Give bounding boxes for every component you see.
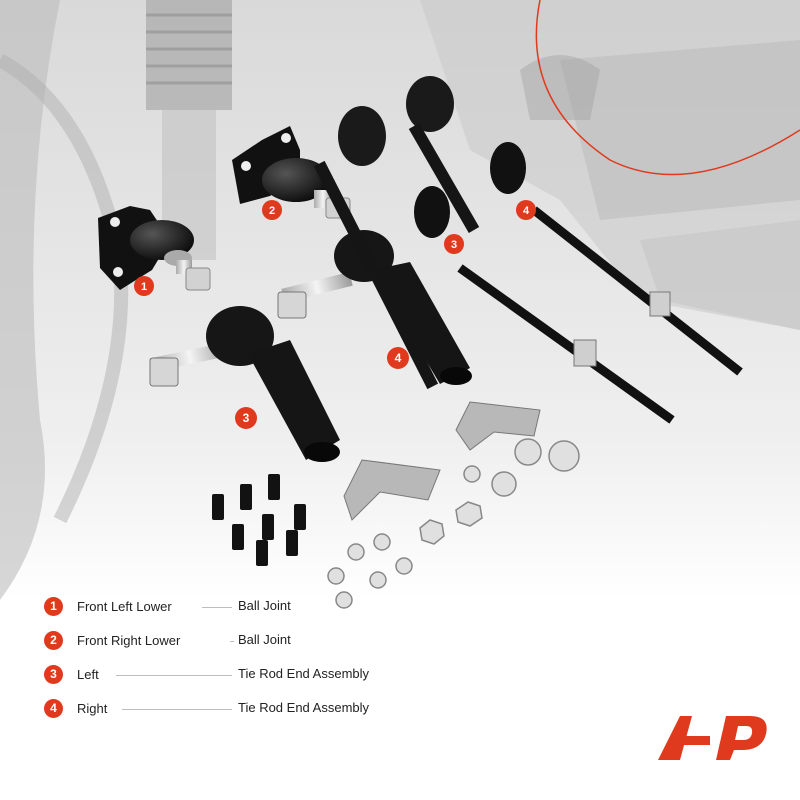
legend-leader-line xyxy=(116,675,232,676)
legend-leader-line xyxy=(122,709,232,710)
legend-position: Left xyxy=(77,666,99,682)
part-badge-3-inner-tie-rod: 3 xyxy=(444,234,464,254)
hardware-bolts xyxy=(212,474,306,566)
legend-badge: 2 xyxy=(44,630,63,650)
hardware-nuts-washers xyxy=(327,438,580,609)
part-badge-3-tie-rod-end: 3 xyxy=(235,407,257,429)
hardware-plates xyxy=(343,401,541,521)
part-badge-1: 1 xyxy=(134,276,154,296)
legend-part-name: Ball Joint xyxy=(238,632,291,647)
legend-position: Right xyxy=(77,700,108,716)
brand-logo xyxy=(658,716,767,760)
legend-leader-line xyxy=(230,641,234,642)
legend-part-name: Tie Rod End Assembly xyxy=(238,700,370,715)
svg-text:3: 3 xyxy=(243,411,250,425)
part-badge-2: 2 xyxy=(262,200,282,220)
legend-badge: 4 xyxy=(44,698,63,718)
legend-row-2: 2 Front Right Lower Ball Joint xyxy=(44,630,424,650)
legend-badge: 3 xyxy=(44,664,63,684)
svg-text:4: 4 xyxy=(523,205,530,217)
svg-text:4: 4 xyxy=(395,351,402,365)
ball-joint-right xyxy=(232,126,351,219)
legend-position: Front Right Lower xyxy=(77,632,181,648)
svg-text:2: 2 xyxy=(269,205,275,217)
inner-tie-rod-right xyxy=(406,76,743,376)
legend-part-name: Tie Rod End Assembly xyxy=(238,666,370,681)
legend-leader-line xyxy=(202,607,232,608)
legend-row-4: 4 Right Tie Rod End Assembly xyxy=(44,698,424,718)
legend-badge: 1 xyxy=(44,596,63,616)
legend-part-name: Ball Joint xyxy=(238,598,291,613)
ball-joint-left xyxy=(98,206,211,291)
parts-legend: 1 Front Left Lower Ball Joint 2 Front Ri… xyxy=(44,596,424,733)
svg-text:3: 3 xyxy=(451,239,457,251)
legend-position: Front Left Lower xyxy=(77,598,172,614)
legend-row-1: 1 Front Left Lower Ball Joint xyxy=(44,596,424,616)
legend-row-3: 3 Left Tie Rod End Assembly xyxy=(44,664,424,684)
part-badge-4-inner-tie-rod: 4 xyxy=(516,200,536,220)
part-badge-4-tie-rod-end: 4 xyxy=(387,347,409,369)
svg-text:1: 1 xyxy=(141,281,147,293)
inner-tie-rod-left xyxy=(313,106,675,424)
tie-rod-end-left xyxy=(149,306,340,462)
